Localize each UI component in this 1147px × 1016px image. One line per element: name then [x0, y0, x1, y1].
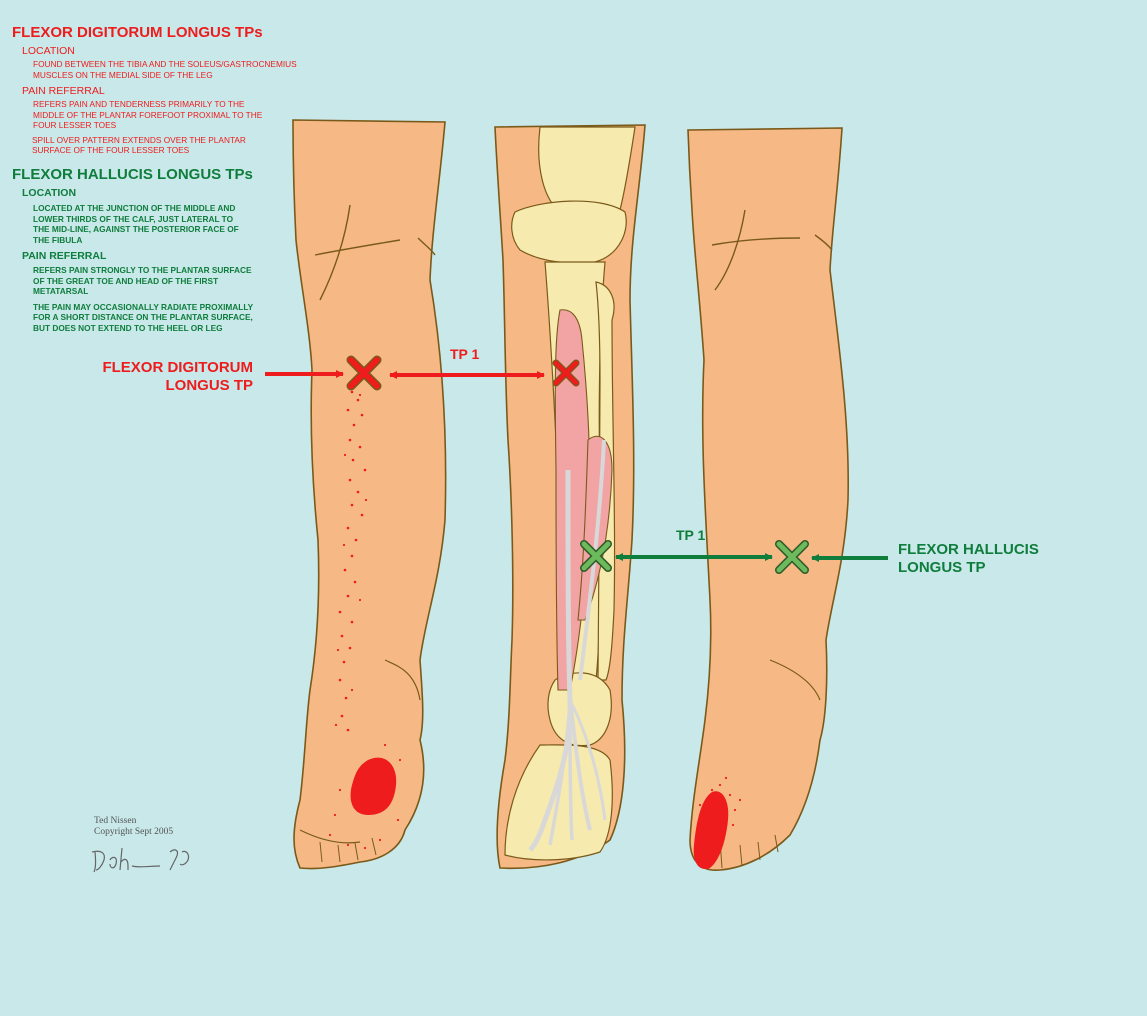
fdl-location-line: MUSCLES ON THE MEDIAL SIDE OF THE LEG	[33, 69, 213, 80]
fdl-location-text: FOUND BETWEEN THE TIBIA AND THE SOLEUS/G…	[33, 59, 297, 80]
fdl-referral-line: REFERS PAIN AND TENDERNESS PRIMARILY TO …	[33, 99, 245, 109]
fdl-tp-label: FLEXOR DIGITORUM LONGUS TP	[79, 359, 253, 395]
fdl-referral-zone	[350, 757, 397, 815]
fhl-tp1-label: TP 1	[676, 527, 706, 543]
fhl-referral-heading: PAIN REFERRAL	[22, 250, 107, 262]
fhl-radiate-line: FOR A SHORT DISTANCE ON THE PLANTAR SURF…	[33, 312, 253, 322]
fhl-referral-line: OF THE GREAT TOE AND HEAD OF THE FIRST	[33, 275, 219, 286]
fdl-location-line: FOUND BETWEEN THE TIBIA AND THE SOLEUS/G…	[33, 59, 297, 69]
fhl-tp-label: FLEXOR HALLUCIS LONGUS TP	[898, 541, 1039, 577]
fdl-referral-line: FOUR LESSER TOES	[33, 120, 117, 130]
fdl-tp-label-line: FLEXOR DIGITORUM	[102, 359, 253, 376]
fdl-tp-label-line: LONGUS TP	[165, 377, 253, 394]
right-leg	[687, 127, 850, 871]
fhl-radiate-line: THE PAIN MAY OCCASIONALLY RADIATE PROXIM…	[33, 301, 254, 312]
fdl-title: FLEXOR DIGITORUM LONGUS TPs	[12, 24, 263, 41]
fdl-spillover-text: SPILL OVER PATTERN EXTENDS OVER THE PLAN…	[32, 135, 297, 156]
fhl-location-line: LOCATED AT THE JUNCTION OF THE MIDDLE AN…	[33, 203, 236, 213]
fhl-location-line: LOWER THIRDS OF THE CALF, JUST LATERAL T…	[33, 213, 234, 224]
credit-copyright: Copyright Sept 2005	[94, 827, 174, 837]
fhl-radiate-text: THE PAIN MAY OCCASIONALLY RADIATE PROXIM…	[33, 302, 253, 334]
fhl-referral-line: METATARSAL	[33, 286, 89, 296]
signature	[91, 847, 190, 873]
fdl-spillover-line: SPILL OVER PATTERN EXTENDS OVER THE PLAN…	[32, 134, 246, 145]
fhl-tp-marker-right	[775, 540, 809, 574]
fdl-spillover-line: SURFACE OF THE FOUR LESSER TOES	[32, 145, 190, 155]
fhl-location-line: THE MID-LINE, AGAINST THE POSTERIOR FACE…	[33, 224, 239, 234]
fhl-radiate-line: BUT DOES NOT EXTEND TO THE HEEL OR LEG	[33, 322, 223, 333]
fdl-location-heading: LOCATION	[22, 45, 75, 57]
fdl-info: FLEXOR DIGITORUM LONGUS TPs LOCATION FOU…	[12, 24, 297, 156]
fhl-referral-text: REFERS PAIN STRONGLY TO THE PLANTAR SURF…	[33, 265, 253, 297]
left-leg	[292, 119, 447, 870]
fhl-location-text: LOCATED AT THE JUNCTION OF THE MIDDLE AN…	[33, 203, 253, 245]
fhl-tp-label-line: LONGUS TP	[898, 559, 986, 576]
fdl-referral-text: REFERS PAIN AND TENDERNESS PRIMARILY TO …	[33, 99, 297, 131]
fhl-location-line: THE FIBULA	[33, 234, 83, 245]
fhl-title: FLEXOR HALLUCIS LONGUS TPs	[12, 166, 253, 183]
credit-author: Ted Nissen	[94, 816, 137, 826]
fdl-tp1-label: TP 1	[450, 346, 480, 362]
fdl-tp-marker-center	[552, 359, 580, 387]
center-leg-anatomy	[494, 124, 646, 870]
fdl-referral-heading: PAIN REFERRAL	[22, 85, 105, 97]
fhl-referral-line: REFERS PAIN STRONGLY TO THE PLANTAR SURF…	[33, 265, 252, 275]
fdl-tp-marker-left	[346, 355, 382, 391]
fhl-referral-zone	[693, 791, 729, 870]
credit: Ted Nissen Copyright Sept 2005	[94, 816, 173, 838]
fdl-referral-dots	[328, 390, 402, 850]
fhl-location-heading: LOCATION	[22, 187, 77, 199]
fhl-tp-marker-center	[580, 540, 612, 572]
fhl-info: FLEXOR HALLUCIS LONGUS TPs LOCATION LOCA…	[12, 166, 253, 333]
fdl-referral-line: MIDDLE OF THE PLANTAR FOREFOOT PROXIMAL …	[33, 109, 263, 120]
fhl-tp-label-line: FLEXOR HALLUCIS	[898, 541, 1039, 558]
